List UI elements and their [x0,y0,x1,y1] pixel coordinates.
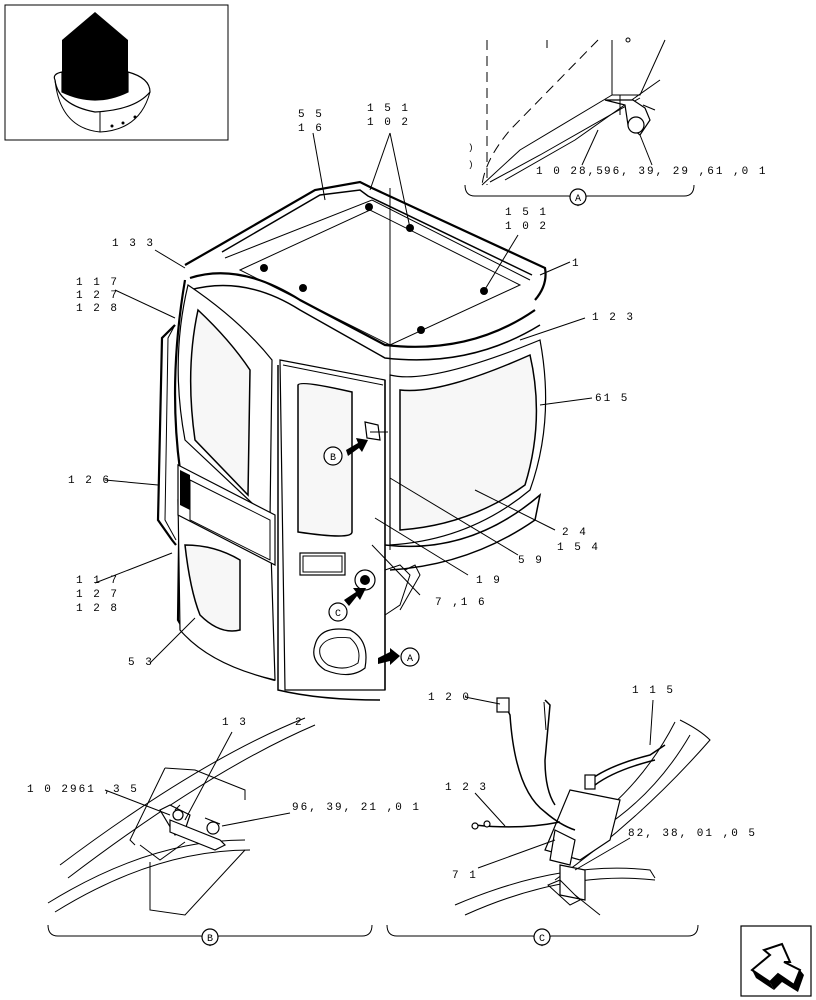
main-callouts: 5 5 1 6 1 5 1 1 0 2 1 5 1 1 0 2 1 3 3 1 … [68,103,635,669]
svg-text:): ) [468,160,475,170]
detail-c: 1 2 0 1 1 5 1 2 3 82, 38, 01 ,0 5 7 1 C [386,685,757,947]
detail-b-callout-right: 96, 39, 21 ,0 1 [292,802,421,814]
detail-b-callout-13: 1 3 [222,717,248,729]
detail-a-callout-right: 96, 39, 29 ,61 ,0 1 [604,166,767,178]
callout-117b: 1 1 7 [76,575,119,587]
main-leaders [94,132,593,664]
callout-59: 5 9 [518,555,544,567]
callout-117a: 1 1 7 [76,277,119,289]
detail-b: 1 3 2 1 0 2961 ,3 5 96, 39, 21 ,0 1 B [27,717,421,947]
callout-102: 1 0 2 [367,117,410,129]
callout-24: 2 4 [562,527,588,539]
cab-thumbnail-icon[interactable] [4,4,229,141]
callout-151: 1 5 1 [367,103,410,115]
navigation-arrow-icon[interactable] [740,925,812,997]
callout-7-16: 7 ,1 6 [435,597,487,609]
svg-text:): ) [468,143,475,153]
callout-127a: 1 2 7 [76,290,119,302]
callout-128b: 1 2 8 [76,603,119,615]
callout-127b: 1 2 7 [76,589,119,601]
cab-main-view [156,180,547,701]
callout-102b: 1 0 2 [505,221,548,233]
callout-126: 1 2 6 [68,475,111,487]
svg-text:C: C [335,609,341,620]
view-arrow-c: C [328,588,366,622]
view-arrow-b: B [323,438,368,466]
callout-16: 1 6 [298,123,324,135]
callout-615: 61 5 [595,393,629,405]
svg-text:B: B [330,453,336,464]
detail-b-callout-2: 2 [295,717,304,729]
detail-c-callout-115: 1 1 5 [632,685,675,697]
callout-1: 1 [572,258,581,270]
callout-55: 5 5 [298,109,324,121]
detail-b-callout-left: 1 0 2961 ,3 5 [27,784,139,796]
callout-19: 1 9 [476,575,502,587]
detail-c-callout-120: 1 2 0 [428,692,471,704]
detail-a: ) ) 1 0 28,5 96, 39, 29 ,61 ,0 1 A [464,37,767,207]
callout-53: 5 3 [128,657,154,669]
svg-text:B: B [207,934,213,945]
svg-text:A: A [407,654,413,665]
detail-c-callout-71: 7 1 [452,870,478,882]
callout-151b: 1 5 1 [505,207,548,219]
detail-c-callout-82: 82, 38, 01 ,0 5 [628,828,757,840]
callout-128a: 1 2 8 [76,303,119,315]
callout-154: 1 5 4 [557,542,600,554]
detail-a-callout-left: 1 0 28,5 [536,166,605,178]
detail-c-callout-123: 1 2 3 [445,782,488,794]
callout-133: 1 3 3 [112,238,155,250]
svg-text:A: A [575,194,581,205]
callout-123: 1 2 3 [592,312,635,324]
svg-text:C: C [539,934,545,945]
view-arrow-a: A [378,647,420,667]
